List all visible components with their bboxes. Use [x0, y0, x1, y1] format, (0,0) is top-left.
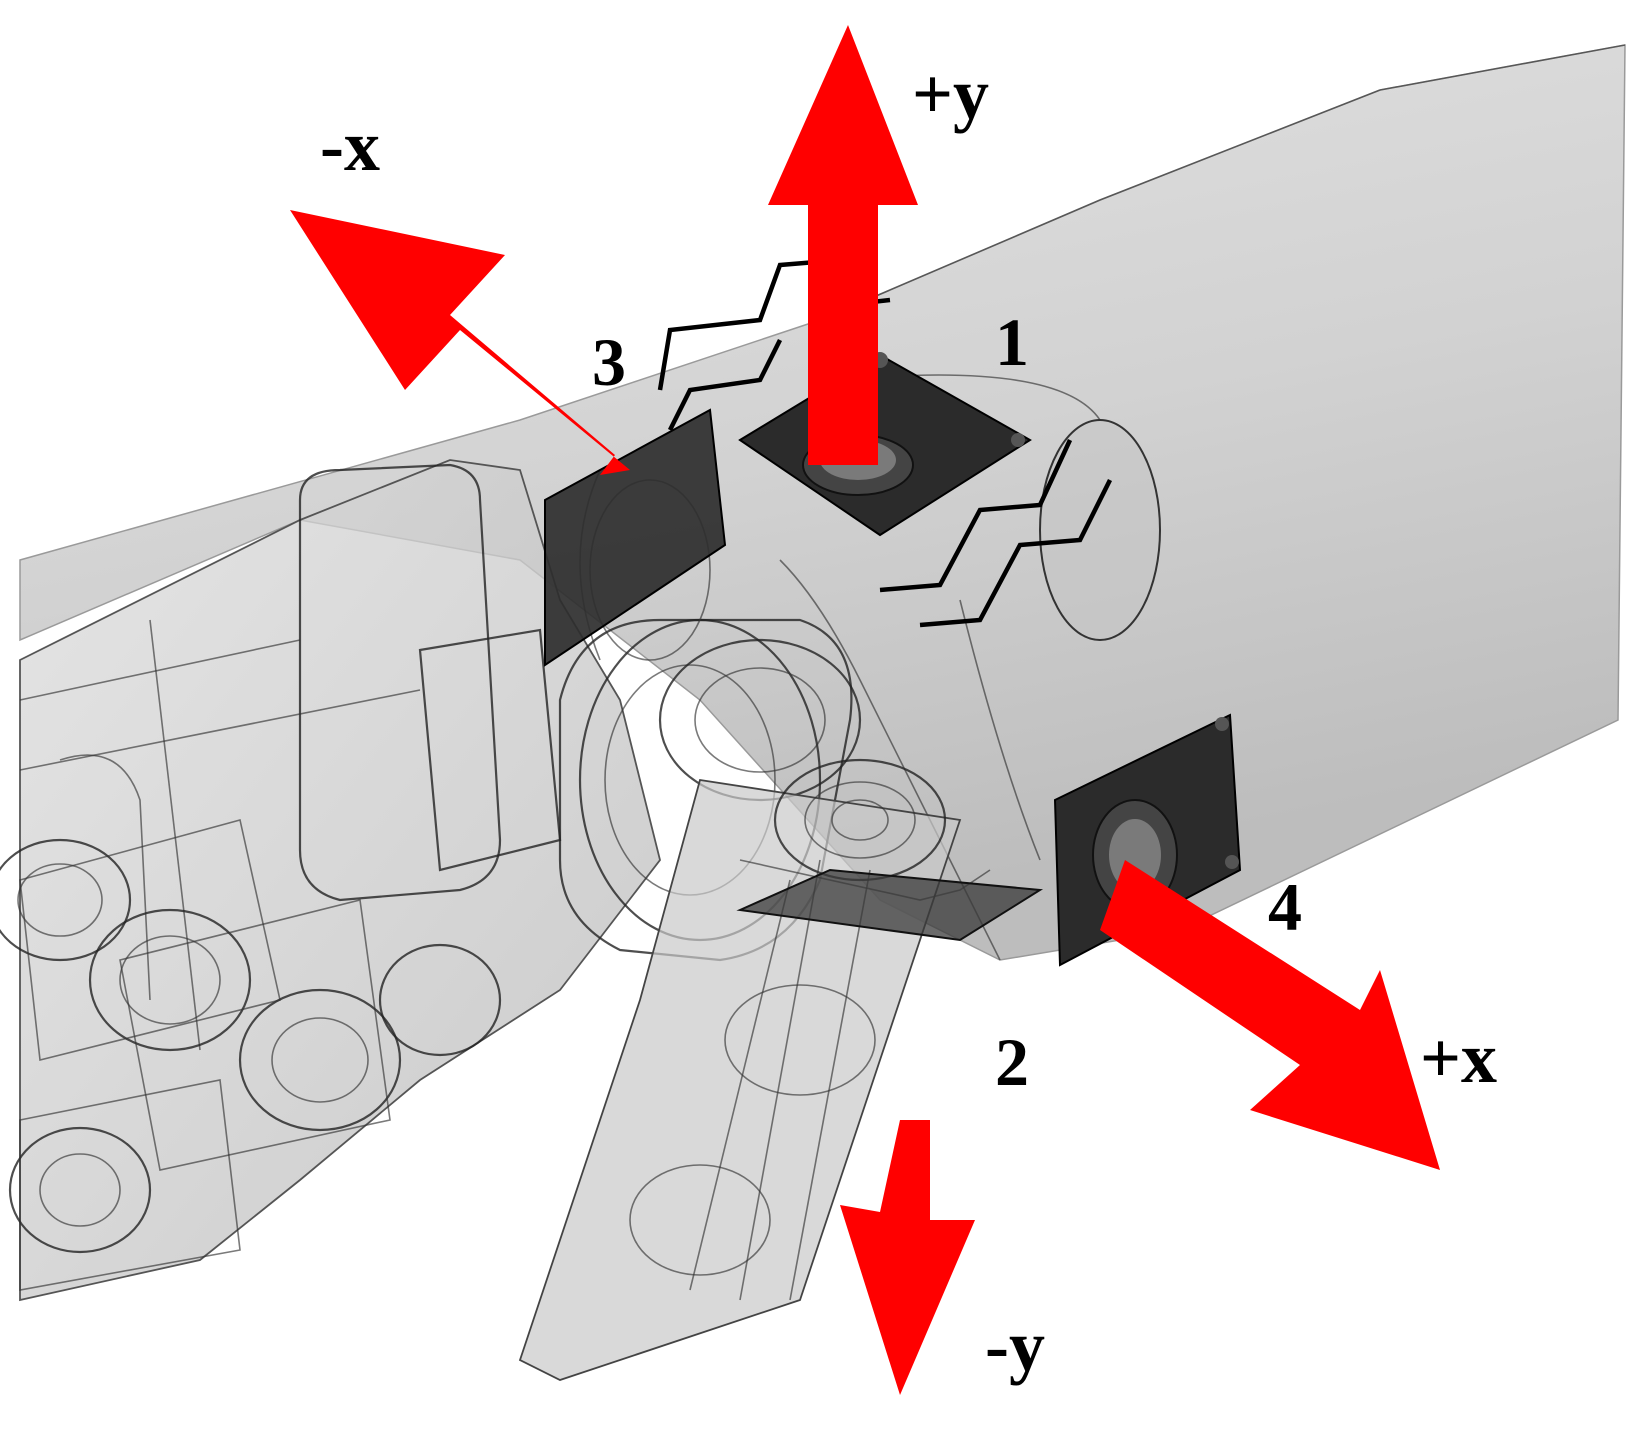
label-sensor-4: 4 — [1268, 869, 1302, 945]
sensor-pad-2 — [736, 868, 1044, 942]
hand-shell — [0, 459, 661, 1302]
spring-symbols — [657, 257, 1113, 628]
arrow-plus-y — [768, 25, 918, 465]
label-plus-y: +y — [912, 54, 989, 134]
thumb — [518, 758, 991, 1381]
arrow-plus-x — [1100, 860, 1440, 1170]
label-plus-x: +x — [1420, 1018, 1497, 1098]
label-sensor-3: 3 — [592, 324, 626, 400]
arrow-minus-y — [840, 1120, 975, 1395]
label-sensor-1: 1 — [995, 304, 1029, 380]
sensor-band — [839, 374, 1161, 861]
arrow-minus-x — [290, 210, 630, 475]
sensor-pad-3 — [544, 408, 727, 667]
label-minus-y: -y — [985, 1306, 1045, 1386]
label-minus-x: -x — [320, 106, 380, 186]
label-sensor-2: 2 — [995, 1024, 1029, 1100]
finger-joints — [0, 819, 502, 1291]
